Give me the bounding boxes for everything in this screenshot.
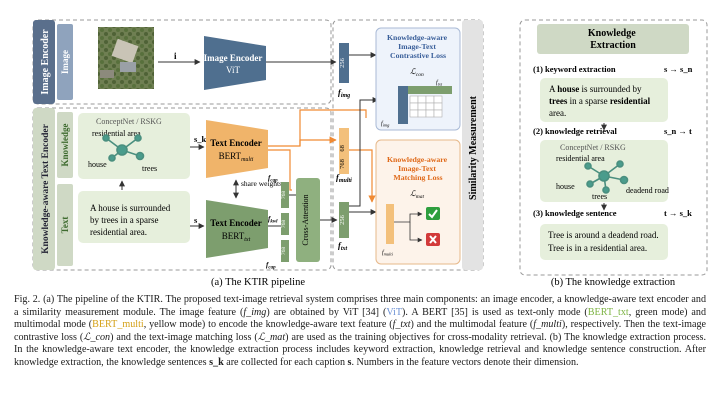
itm-fmulti: fmulti	[382, 249, 394, 257]
ke-kg-graph	[584, 160, 629, 194]
ke-step3: (3) knowledge sentence	[533, 208, 617, 218]
cross-icon	[426, 233, 440, 246]
itm-to-cross-arrow	[409, 222, 423, 243]
kg-node-residential: residential area	[92, 129, 141, 138]
ke-kg-trees: trees	[592, 192, 607, 201]
itm-to-check-arrow	[394, 211, 423, 223]
aerial-image	[98, 27, 154, 89]
ke-step2: (2) knowledge retrieval	[533, 126, 618, 136]
multi-to-cross-line	[268, 149, 292, 191]
ke-step1-box	[540, 78, 668, 122]
subcaption-b: (b) The knowledge extraction	[551, 277, 676, 288]
kg-source: ConceptNet / RSKG	[96, 117, 162, 126]
itm-fmulti-vector	[386, 204, 394, 244]
image-row-band	[57, 24, 73, 100]
cross-attention-block	[296, 178, 320, 262]
ke-step1-text: A house is surrounded by trees in a spar…	[549, 84, 652, 118]
ftxt-to-itc-arrow	[349, 97, 379, 207]
similarity-band	[462, 20, 483, 270]
fcap-vector-bottom	[281, 240, 289, 262]
ke-kg-deadend: deadend road	[626, 186, 669, 195]
ke-title: Knowledge Extraction	[588, 28, 638, 51]
ke-step3-map: t → s_k	[664, 208, 692, 218]
fmulti-to-itm-arrow	[349, 149, 376, 203]
figure-svg: Image Encoder Image Knowledge-aware Text…	[32, 19, 708, 288]
fkwl-label: fkwl	[268, 215, 278, 225]
image-row-label: Image	[60, 50, 70, 74]
itc-title: Knowledge-aware Image-Text Contrastive L…	[387, 33, 449, 60]
figure-caption: Fig. 2. (a) The pipeline of the KTIR. Th…	[14, 294, 707, 368]
ke-step3-box	[540, 224, 668, 260]
text-encoder-band-label: Knowledge-aware Text Encoder	[41, 123, 51, 253]
text-symbol: s	[194, 215, 198, 225]
fmulti-vector	[339, 128, 349, 172]
multi-encoder-block	[206, 120, 268, 178]
similarity-label: Similarity Measurement	[468, 95, 479, 200]
caption-text: A house is surrounded by trees in a spar…	[90, 203, 173, 237]
fimg-label: fimg	[338, 87, 350, 99]
knowledge-row-band	[57, 112, 73, 178]
image-encoder-band-label: Image Encoder	[40, 29, 51, 95]
itc-ftxt: ftxt	[436, 79, 443, 87]
fcap-dim-bottom: 768	[281, 247, 287, 256]
kg-node-house: house	[88, 160, 107, 169]
ftxt-dim: 256	[339, 214, 346, 225]
share-weights-label: share weights	[241, 179, 282, 188]
ftxt-vector	[339, 202, 349, 238]
fkwl-vector	[281, 213, 289, 235]
image-encoder-block	[204, 36, 266, 90]
ke-step3-text: Tree is around a deadend road. Tree is i…	[548, 230, 661, 253]
image-encoder-title: Image Encoder	[204, 53, 263, 63]
txt-encoder-title: Text Encoder	[210, 218, 261, 228]
ke-step1-map: s → s_n	[664, 64, 693, 74]
fkwl-dim: 768	[281, 220, 287, 229]
fcap-label-top: fcap	[268, 174, 278, 184]
image-encoder-sub: ViT	[226, 65, 240, 75]
fmulti-label: fmulti	[336, 172, 352, 184]
itc-fimg: fimg	[381, 120, 390, 128]
txt-encoder-sub: BERTtxt	[222, 231, 251, 243]
kg-box	[78, 113, 190, 179]
caption-box	[78, 191, 190, 243]
ke-title-box	[537, 24, 689, 54]
image-symbol: i	[174, 51, 177, 61]
multi-encoder-sub: BERTmulti	[219, 151, 254, 163]
cross-attention-label: Cross-Attention	[301, 194, 310, 245]
fmulti-vector-lower	[339, 152, 349, 174]
fmulti-dim-top: 768	[339, 145, 346, 155]
kg-graph	[102, 134, 145, 162]
itc-loss: ℒcon	[410, 67, 424, 78]
check-icon	[426, 207, 440, 220]
fmulti-dim-bottom: 768	[339, 159, 346, 169]
image-encoder-band	[33, 20, 55, 104]
text-row-band	[57, 184, 73, 266]
ke-kg-residential: residential area	[556, 154, 605, 163]
kg-node-trees: trees	[142, 164, 157, 173]
ke-kg-house: house	[556, 182, 575, 191]
text-row-label: Text	[60, 217, 70, 234]
multi-encoder-title: Text Encoder	[210, 138, 261, 148]
ftxt-label: ftxt	[338, 240, 348, 252]
itm-box	[375, 139, 461, 265]
fcap-vector-top	[281, 182, 289, 208]
subcaption-a: (a) The KTIR pipeline	[211, 277, 305, 288]
itc-matrix	[398, 86, 452, 124]
text-encoder-band	[33, 108, 55, 270]
fimg-dim: 256	[339, 57, 346, 68]
fcap-label-bottom: fcap	[266, 261, 276, 271]
fcap-dim-top: 768	[281, 191, 287, 200]
fimg-vector	[339, 43, 349, 83]
txt-encoder-block	[206, 200, 268, 258]
multi-to-fmulti-line	[268, 136, 337, 147]
itm-loss: ℒmat	[410, 189, 424, 200]
knowledge-row-label: Knowledge	[60, 123, 70, 166]
ke-step2-map: s_n → t	[664, 126, 692, 136]
orange-top-loop	[299, 109, 367, 146]
itm-title: Knowledge-aware Image-Text Matching Loss	[387, 155, 449, 182]
knowledge-extraction-frame	[519, 19, 708, 276]
ke-kg-source: ConceptNet / RSKG	[560, 143, 626, 152]
ke-step1: (1) keyword extraction	[533, 64, 616, 74]
